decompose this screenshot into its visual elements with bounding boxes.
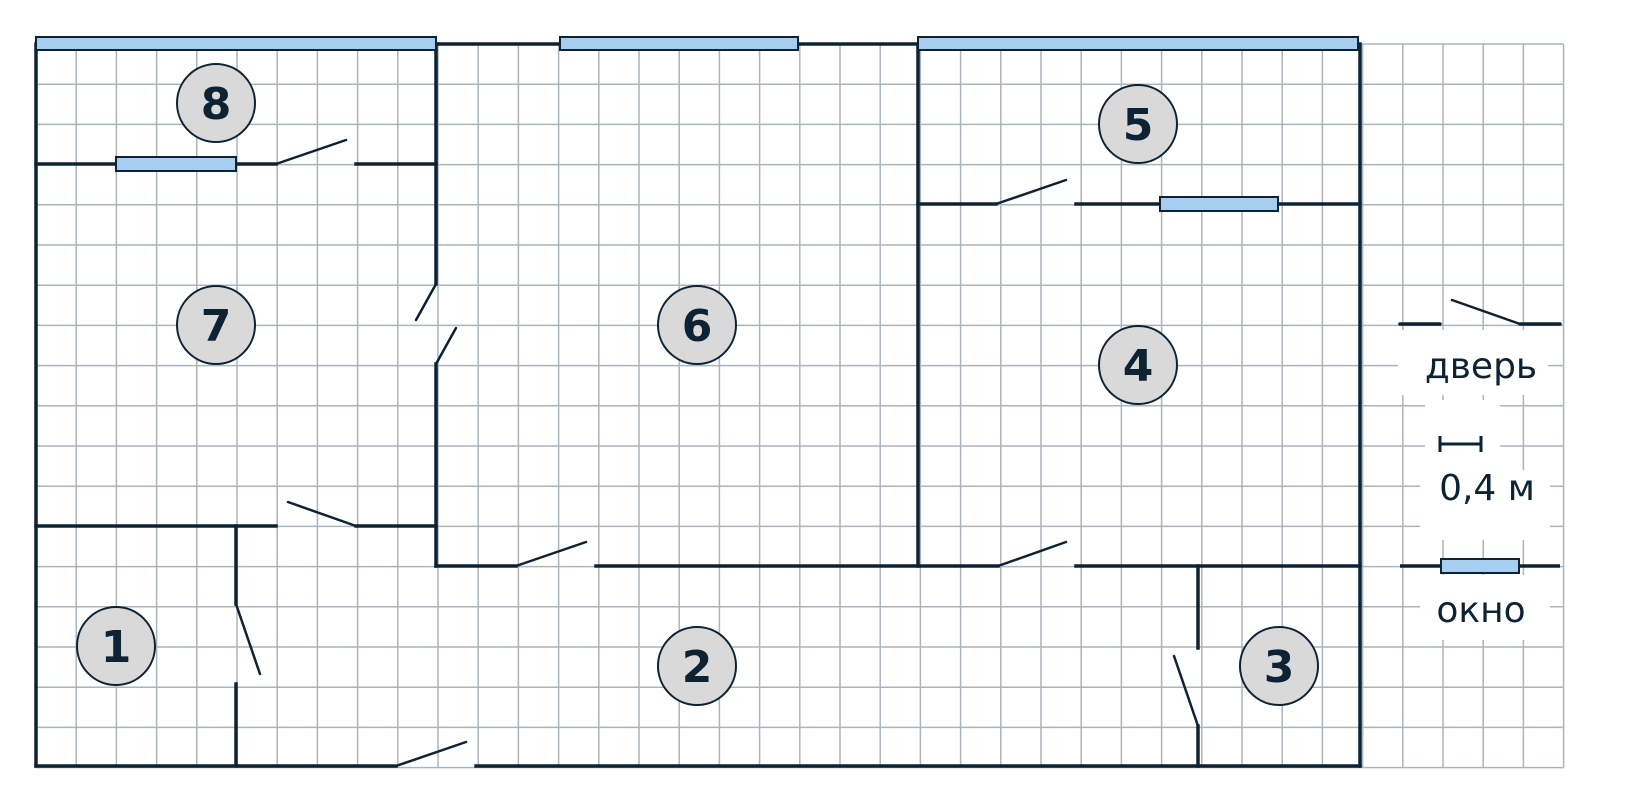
door-5-4 (994, 178, 1068, 206)
room-marker-3: 3 (1239, 626, 1319, 706)
room-number-1: 1 (101, 622, 132, 673)
room-number-4: 4 (1123, 341, 1154, 392)
grid (35, 43, 1565, 769)
window-top-left (35, 36, 437, 51)
legend: дверь 0,4 м окно (1398, 298, 1562, 631)
legend-scale-bar (1438, 436, 1483, 452)
door-entrance (394, 740, 468, 768)
legend-door-label: дверь (1425, 346, 1537, 387)
walls (34, 42, 1362, 768)
room-number-8: 8 (201, 79, 232, 130)
legend-door-symbol (1398, 298, 1562, 326)
legend-window-label: окно (1436, 590, 1525, 631)
room-marker-2: 2 (657, 626, 737, 706)
room-marker-5: 5 (1098, 84, 1178, 164)
room-marker-8: 8 (176, 63, 256, 143)
room-marker-7: 7 (176, 285, 256, 365)
room-number-5: 5 (1123, 100, 1154, 151)
door-7-2 (286, 500, 358, 528)
room-number-6: 6 (682, 301, 713, 352)
doors (234, 138, 1200, 768)
door-1-2 (234, 602, 262, 676)
windows (35, 36, 1359, 212)
legend-window-symbol (1400, 558, 1560, 574)
door-7-6-b (434, 326, 458, 366)
door-8-7 (274, 138, 348, 166)
room-marker-1: 1 (76, 606, 156, 686)
legend-backgrounds (1398, 330, 1550, 640)
window-top-middle (559, 36, 799, 51)
room-number-3: 3 (1264, 642, 1295, 693)
door-6-2 (514, 540, 588, 568)
window-top-right (917, 36, 1359, 51)
room-marker-6: 6 (657, 285, 737, 365)
room-number-7: 7 (201, 301, 232, 352)
door-7-6-a (414, 282, 438, 322)
window-5-4 (1159, 196, 1279, 212)
window-8-7 (115, 156, 237, 172)
room-marker-4: 4 (1098, 325, 1178, 405)
room-number-2: 2 (682, 642, 713, 693)
door-3-2 (1172, 654, 1200, 728)
legend-scale-label: 0,4 м (1439, 468, 1535, 509)
door-4-2 (996, 540, 1068, 568)
